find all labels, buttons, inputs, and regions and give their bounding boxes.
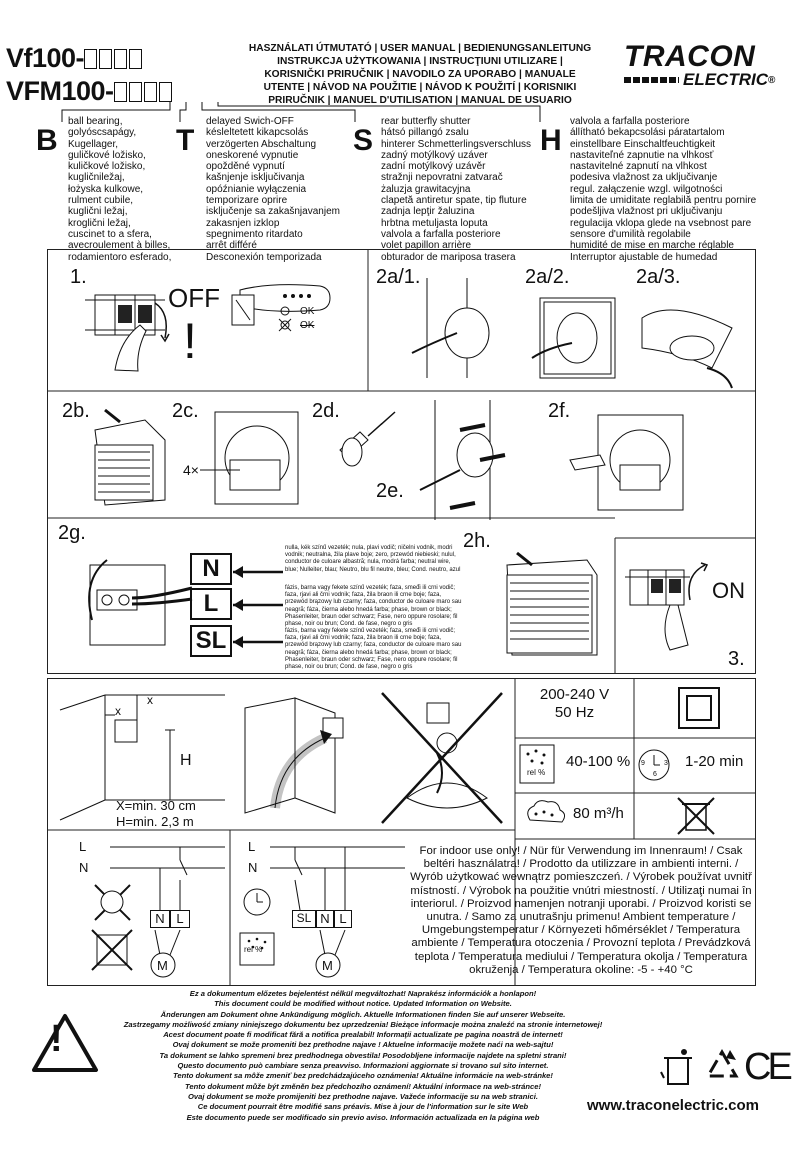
wiring-motor-1: M (157, 958, 168, 973)
wiring-term-sl-2: SL (292, 910, 316, 928)
ok-label: OK (300, 306, 315, 317)
terminal-n-label: N (190, 553, 232, 585)
wiring-n-label-2: N (248, 860, 258, 875)
website-link[interactable]: www.traconelectric.com (587, 1097, 760, 1114)
step-1-label: 1. (70, 266, 87, 288)
wiring-term-l-2: L (334, 910, 352, 928)
step-2d-label: 2d. (312, 400, 340, 422)
requirements-panel (47, 678, 756, 986)
step-2h-label: 2h. (463, 530, 491, 552)
clock-9-label: 9 (641, 760, 645, 767)
placement-diagram (59, 694, 225, 821)
switched-phase-wire-text: fázis, barna vagy fekete színű vezeték; … (285, 628, 462, 671)
voltage-tester-illustration (231, 284, 331, 326)
wiring-term-n-1: N (150, 910, 170, 928)
installation-panel (47, 249, 756, 674)
phase-wire-text: fázis, barna vagy fekete színű vezeték; … (285, 585, 462, 628)
clock-6-label: 6 (653, 771, 657, 778)
mounting-illustrations (94, 400, 684, 520)
weee-bin-icon (677, 797, 715, 835)
wiring-term-n-2: N (316, 910, 334, 928)
wiring-n-label-1: N (79, 860, 89, 875)
wiring-l-label-1: L (79, 839, 87, 854)
timer-range: 1-20 min (685, 753, 744, 770)
times-4-label: 4× (183, 462, 199, 478)
warning-exclaim: ! (183, 313, 197, 369)
h-dim-label: H (180, 752, 192, 769)
wiring-diagram-sl (239, 846, 405, 978)
no-shower-illustration (381, 692, 503, 824)
step-2e-label: 2e. (376, 480, 404, 502)
placement-min-values: X=min. 30 cm H=min. 2,3 m (116, 798, 196, 829)
switch-off-illustration (85, 294, 170, 372)
recycle-icon (705, 1049, 739, 1078)
humidity-range: 40-100 % (566, 753, 631, 770)
off-label: OFF (168, 283, 220, 313)
step-2a1-label: 2a/1. (376, 266, 421, 288)
wiring-rel-label: rel % (244, 945, 263, 954)
x-dim-label-1: x (115, 704, 121, 718)
airflow-icon (527, 800, 566, 823)
terminal-l-label: L (190, 588, 232, 620)
front-cover-illustration (506, 551, 598, 656)
humidity-rel-label: rel % (527, 768, 546, 777)
clock-3-label: 3 (664, 760, 668, 767)
wiring-l-label-2: L (248, 839, 256, 854)
airflow-value: 80 m³/h (573, 805, 624, 822)
wiring-term-l-1: L (170, 910, 190, 928)
on-label: ON (712, 578, 745, 603)
wiring-motor-2: M (322, 958, 333, 973)
tracon-logo: TRACON ELECTRIC® (624, 40, 776, 89)
model-number-vfm100: VFM100- (6, 76, 174, 106)
switch-on-illustration (625, 562, 709, 651)
step-2b-label: 2b. (62, 400, 90, 422)
neutral-wire-text: nulla, kék színű vezeték; nula, plavi vo… (285, 545, 461, 573)
warning-triangle-icon (32, 1014, 98, 1072)
model-number-vf100: Vf100- (6, 43, 144, 73)
wire-arrows (233, 566, 283, 648)
power-spec: 200-240 V 50 Hz (539, 686, 610, 721)
wall-opening-illustrations (411, 278, 733, 389)
tester-led-icon (278, 306, 292, 332)
humidity-icon (519, 744, 555, 784)
step-2g-label: 2g. (58, 522, 86, 544)
airflow-illustration (244, 697, 344, 814)
ce-mark: CE (744, 1046, 793, 1088)
step-2a2-label: 2a/2. (525, 266, 570, 288)
usage-notice: For indoor use only! / Nür für Verwendun… (410, 845, 752, 976)
warning-exclaim-footer: ! (50, 1018, 63, 1060)
step-3-label: 3. (728, 648, 745, 670)
disclaimer-text: Ez a dokumentum előzetes bejelentést nél… (123, 989, 603, 1122)
terminal-sl-label: SL (190, 625, 232, 657)
step-2a3-label: 2a/3. (636, 266, 681, 288)
timer-clock-icon (638, 749, 670, 781)
x-dim-label-2: x (147, 693, 153, 707)
step-2f-label: 2f. (548, 400, 571, 422)
not-ok-label: OK (300, 320, 315, 331)
manual-titles: HASZNÁLATI ÚTMUTATÓ | USER MANUAL | BEDI… (248, 43, 592, 106)
wiring-diagram-basic (91, 846, 225, 978)
step-2c-label: 2c. (172, 400, 199, 422)
class-ii-insulation-icon (678, 687, 720, 729)
header-leader-lines (61, 102, 541, 122)
trash-bin-icon (660, 1049, 692, 1085)
terminal-wiring-illustration (88, 559, 193, 646)
